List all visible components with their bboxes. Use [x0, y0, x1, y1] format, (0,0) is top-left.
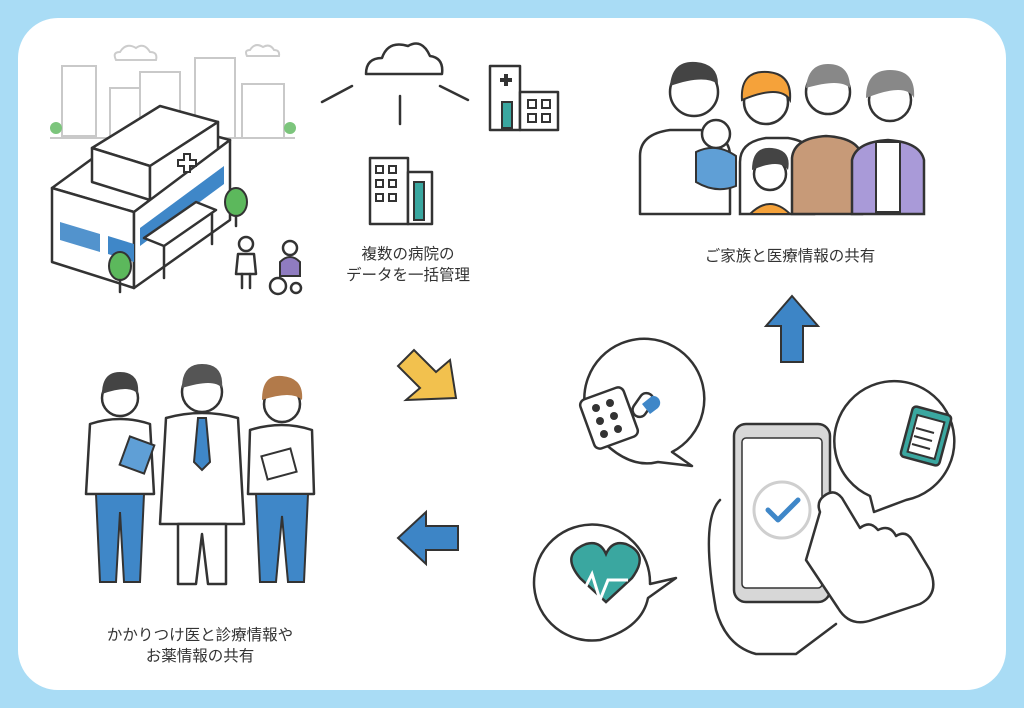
hospital-icon — [488, 64, 560, 132]
caption-doctor: かかりつけ医と診療情報や お薬情報の共有 — [50, 625, 350, 667]
medical-staff-illustration — [84, 364, 316, 586]
heart-bubble — [532, 523, 678, 642]
caption-doctor-line1: かかりつけ医と診療情報や — [106, 626, 294, 644]
caption-hospitals-line2: データを一括管理 — [345, 266, 470, 284]
caption-family: ご家族と医療情報の共有 — [704, 247, 876, 265]
caption-hospitals-line1: 複数の病院の — [361, 245, 455, 263]
heart-pulse-icon — [566, 541, 641, 605]
pill-bubble — [578, 337, 706, 468]
clipboard-icon — [899, 405, 953, 467]
caption-hospitals: 複数の病院の データを一括管理 — [318, 244, 498, 286]
office-building-icon — [368, 156, 434, 226]
smartphone — [707, 422, 935, 656]
check-icon — [765, 497, 801, 523]
cloud-icon — [320, 42, 470, 126]
clipboard-bubble — [833, 379, 956, 514]
family-illustration — [638, 61, 926, 216]
arrow-diagonal-icon — [396, 348, 458, 402]
caption-doctor-line2: お薬情報の共有 — [145, 647, 255, 665]
arrow-left-icon — [396, 509, 459, 567]
hospital-building — [50, 104, 303, 296]
arrow-up-icon — [763, 294, 821, 363]
pill-icon — [578, 386, 661, 450]
